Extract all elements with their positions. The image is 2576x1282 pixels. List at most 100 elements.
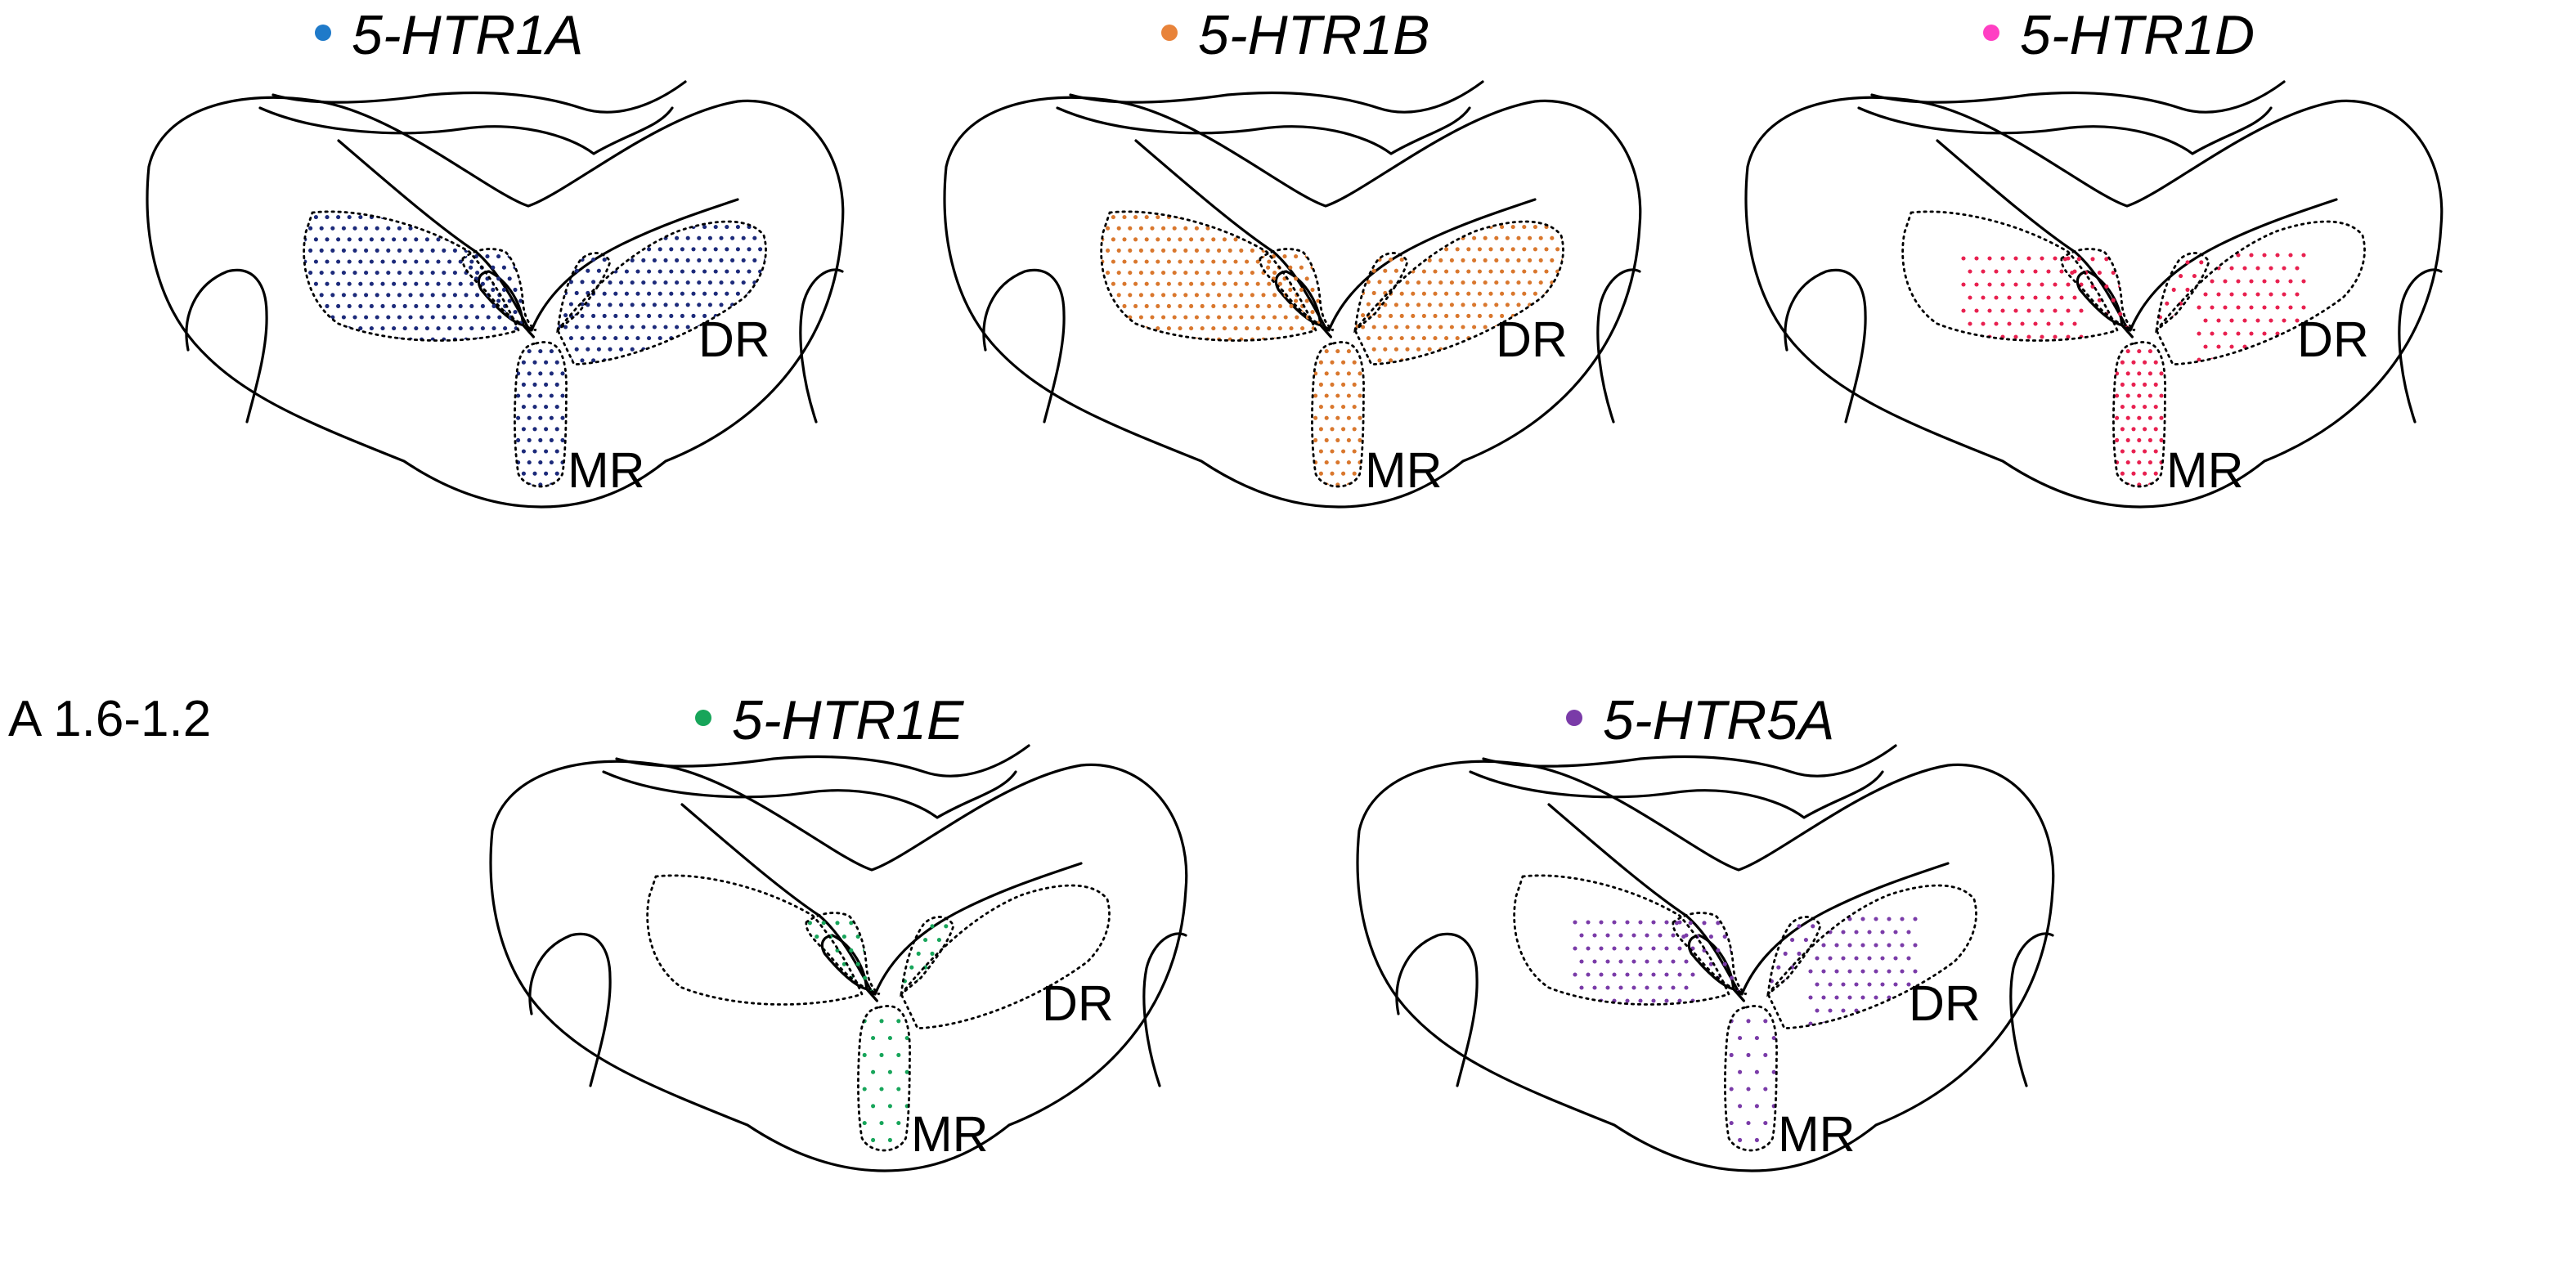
expression-dot — [2040, 282, 2044, 287]
expression-dot — [516, 393, 521, 398]
expression-dot — [1156, 259, 1160, 264]
panel-title: 5-HTR5A — [1603, 689, 1834, 751]
expression-dot — [2115, 437, 2120, 442]
expression-dot — [1428, 213, 1432, 217]
expression-dot — [1294, 320, 1299, 325]
expression-dot — [1981, 321, 1986, 326]
expression-dot — [574, 280, 579, 285]
expression-dot — [619, 258, 624, 262]
expression-dot — [1754, 1069, 1759, 1074]
expression-dot — [544, 405, 549, 410]
expression-dot — [1318, 449, 1323, 454]
expression-dot — [1299, 243, 1304, 247]
expression-dot — [663, 280, 668, 285]
expression-dot — [602, 247, 607, 252]
expression-dot — [1156, 215, 1160, 220]
legend-dot — [695, 710, 711, 726]
expression-dot — [1472, 303, 1477, 307]
expression-dot — [1438, 303, 1443, 307]
expression-dot — [2179, 329, 2183, 331]
expression-dot — [1544, 247, 1549, 252]
expression-dot — [497, 226, 502, 231]
expression-dot — [680, 291, 684, 296]
expression-dot — [1358, 393, 1362, 398]
expression-dot — [491, 303, 496, 308]
expression-dot — [1762, 910, 1766, 914]
section-outline — [982, 268, 1066, 424]
expression-dot — [2007, 269, 2012, 274]
expression-dot — [1300, 326, 1305, 331]
expression-dot — [1841, 930, 1846, 935]
expression-dot — [602, 336, 607, 341]
expression-dot — [876, 948, 880, 953]
expression-dot — [352, 315, 357, 320]
expression-dot — [452, 293, 457, 298]
expression-dot — [1144, 237, 1149, 242]
expression-dot — [1393, 347, 1398, 352]
expression-dot — [680, 247, 684, 252]
expression-dot — [549, 415, 554, 420]
section-outline — [1356, 760, 2055, 1172]
expression-dot — [1854, 982, 1859, 987]
expression-dot — [1330, 405, 1335, 410]
expression-dot — [2000, 282, 2005, 287]
expression-dot — [1166, 237, 1171, 242]
expression-dot — [1433, 269, 1438, 274]
expression-dot — [815, 935, 819, 939]
expression-dot — [2131, 427, 2136, 432]
expression-dot — [319, 226, 324, 231]
expression-dot — [1533, 247, 1537, 252]
expression-dot — [352, 248, 357, 253]
expression-dot — [1333, 243, 1337, 247]
expression-dot — [2229, 292, 2234, 297]
expression-dot — [854, 1002, 858, 1006]
expression-dot — [854, 1104, 858, 1108]
expression-dot — [2153, 360, 2158, 365]
expression-dot — [1790, 910, 1794, 914]
expression-dot — [2269, 292, 2273, 297]
expression-dot — [2192, 246, 2197, 250]
expression-dot — [319, 248, 324, 253]
expression-dot — [1106, 271, 1111, 276]
expression-dot — [2053, 308, 2058, 313]
expression-dot — [560, 393, 565, 398]
expression-dot — [1477, 336, 1482, 341]
expression-dot — [1205, 226, 1210, 231]
expression-dot — [1645, 959, 1649, 964]
expression-dot — [855, 989, 860, 994]
expression-dot — [554, 449, 559, 454]
expression-dot — [1488, 358, 1493, 363]
expression-dot — [552, 325, 556, 329]
expression-dot — [602, 225, 607, 230]
expression-dot — [2192, 274, 2197, 279]
expression-dot — [1684, 985, 1689, 990]
expression-dot — [1267, 215, 1272, 220]
expression-dot — [319, 293, 324, 298]
expression-dot — [496, 276, 501, 281]
expression-dot — [904, 1036, 909, 1041]
expression-dot — [1332, 265, 1334, 270]
expression-dot — [680, 336, 684, 341]
expression-dot — [608, 290, 611, 295]
expression-dot — [896, 1019, 901, 1024]
expression-dot — [364, 204, 368, 208]
expression-dot — [1349, 313, 1353, 317]
expression-dot — [2165, 338, 2169, 342]
expression-dot — [1308, 472, 1312, 476]
expression-dot — [1195, 204, 1199, 208]
expression-dot — [2115, 415, 2120, 420]
expression-dot — [325, 303, 330, 308]
expression-dot — [1355, 247, 1360, 252]
expression-dot — [2203, 344, 2208, 349]
expression-dot — [325, 215, 330, 220]
expression-dot — [375, 315, 379, 320]
expression-dot — [1722, 961, 1727, 966]
nucleus-outline — [1100, 210, 1317, 342]
expression-dot — [1305, 271, 1310, 276]
expression-dot — [2026, 282, 2031, 287]
expression-dot — [2112, 243, 2116, 247]
expression-dot — [521, 342, 526, 343]
expression-dot — [591, 358, 596, 363]
expression-dot — [1282, 254, 1287, 259]
expression-dot — [2165, 301, 2170, 306]
